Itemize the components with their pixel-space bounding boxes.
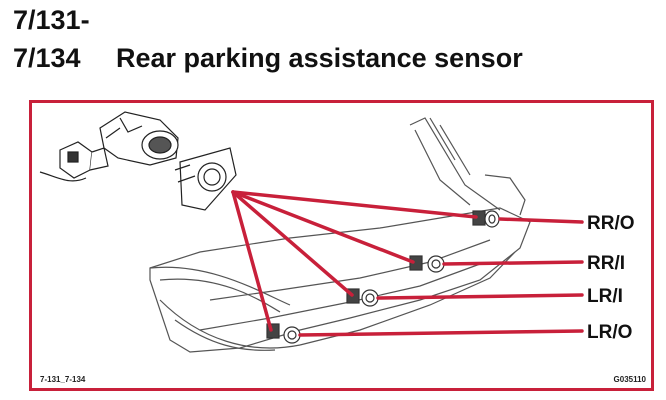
bumper-sensors	[266, 210, 500, 344]
callout-label-rr-i: RR/I	[587, 253, 625, 274]
sensor-detail-exploded	[39, 111, 237, 211]
section-code-line2: 7/134	[13, 43, 81, 73]
figure-ref-right: G035110	[614, 375, 647, 384]
figure-frame	[29, 100, 654, 391]
callout-label-lr-i: LR/I	[587, 286, 623, 307]
sensor-lr-o	[266, 323, 301, 344]
figure-ref-left: 7-131_7-134	[40, 375, 86, 384]
section-code-line1: 7/131-	[13, 5, 90, 35]
callout-leaders	[298, 217, 584, 337]
sensor-rr-i	[409, 255, 445, 273]
callout-label-rr-o: RR/O	[587, 213, 635, 234]
pointer-lines	[231, 190, 478, 332]
sensor-rr-o	[472, 210, 500, 228]
callout-label-lr-o: LR/O	[587, 322, 632, 343]
sensor-lr-i	[346, 288, 379, 307]
bumper-line-art	[149, 117, 531, 353]
page-title: Rear parking assistance sensor	[116, 43, 523, 73]
